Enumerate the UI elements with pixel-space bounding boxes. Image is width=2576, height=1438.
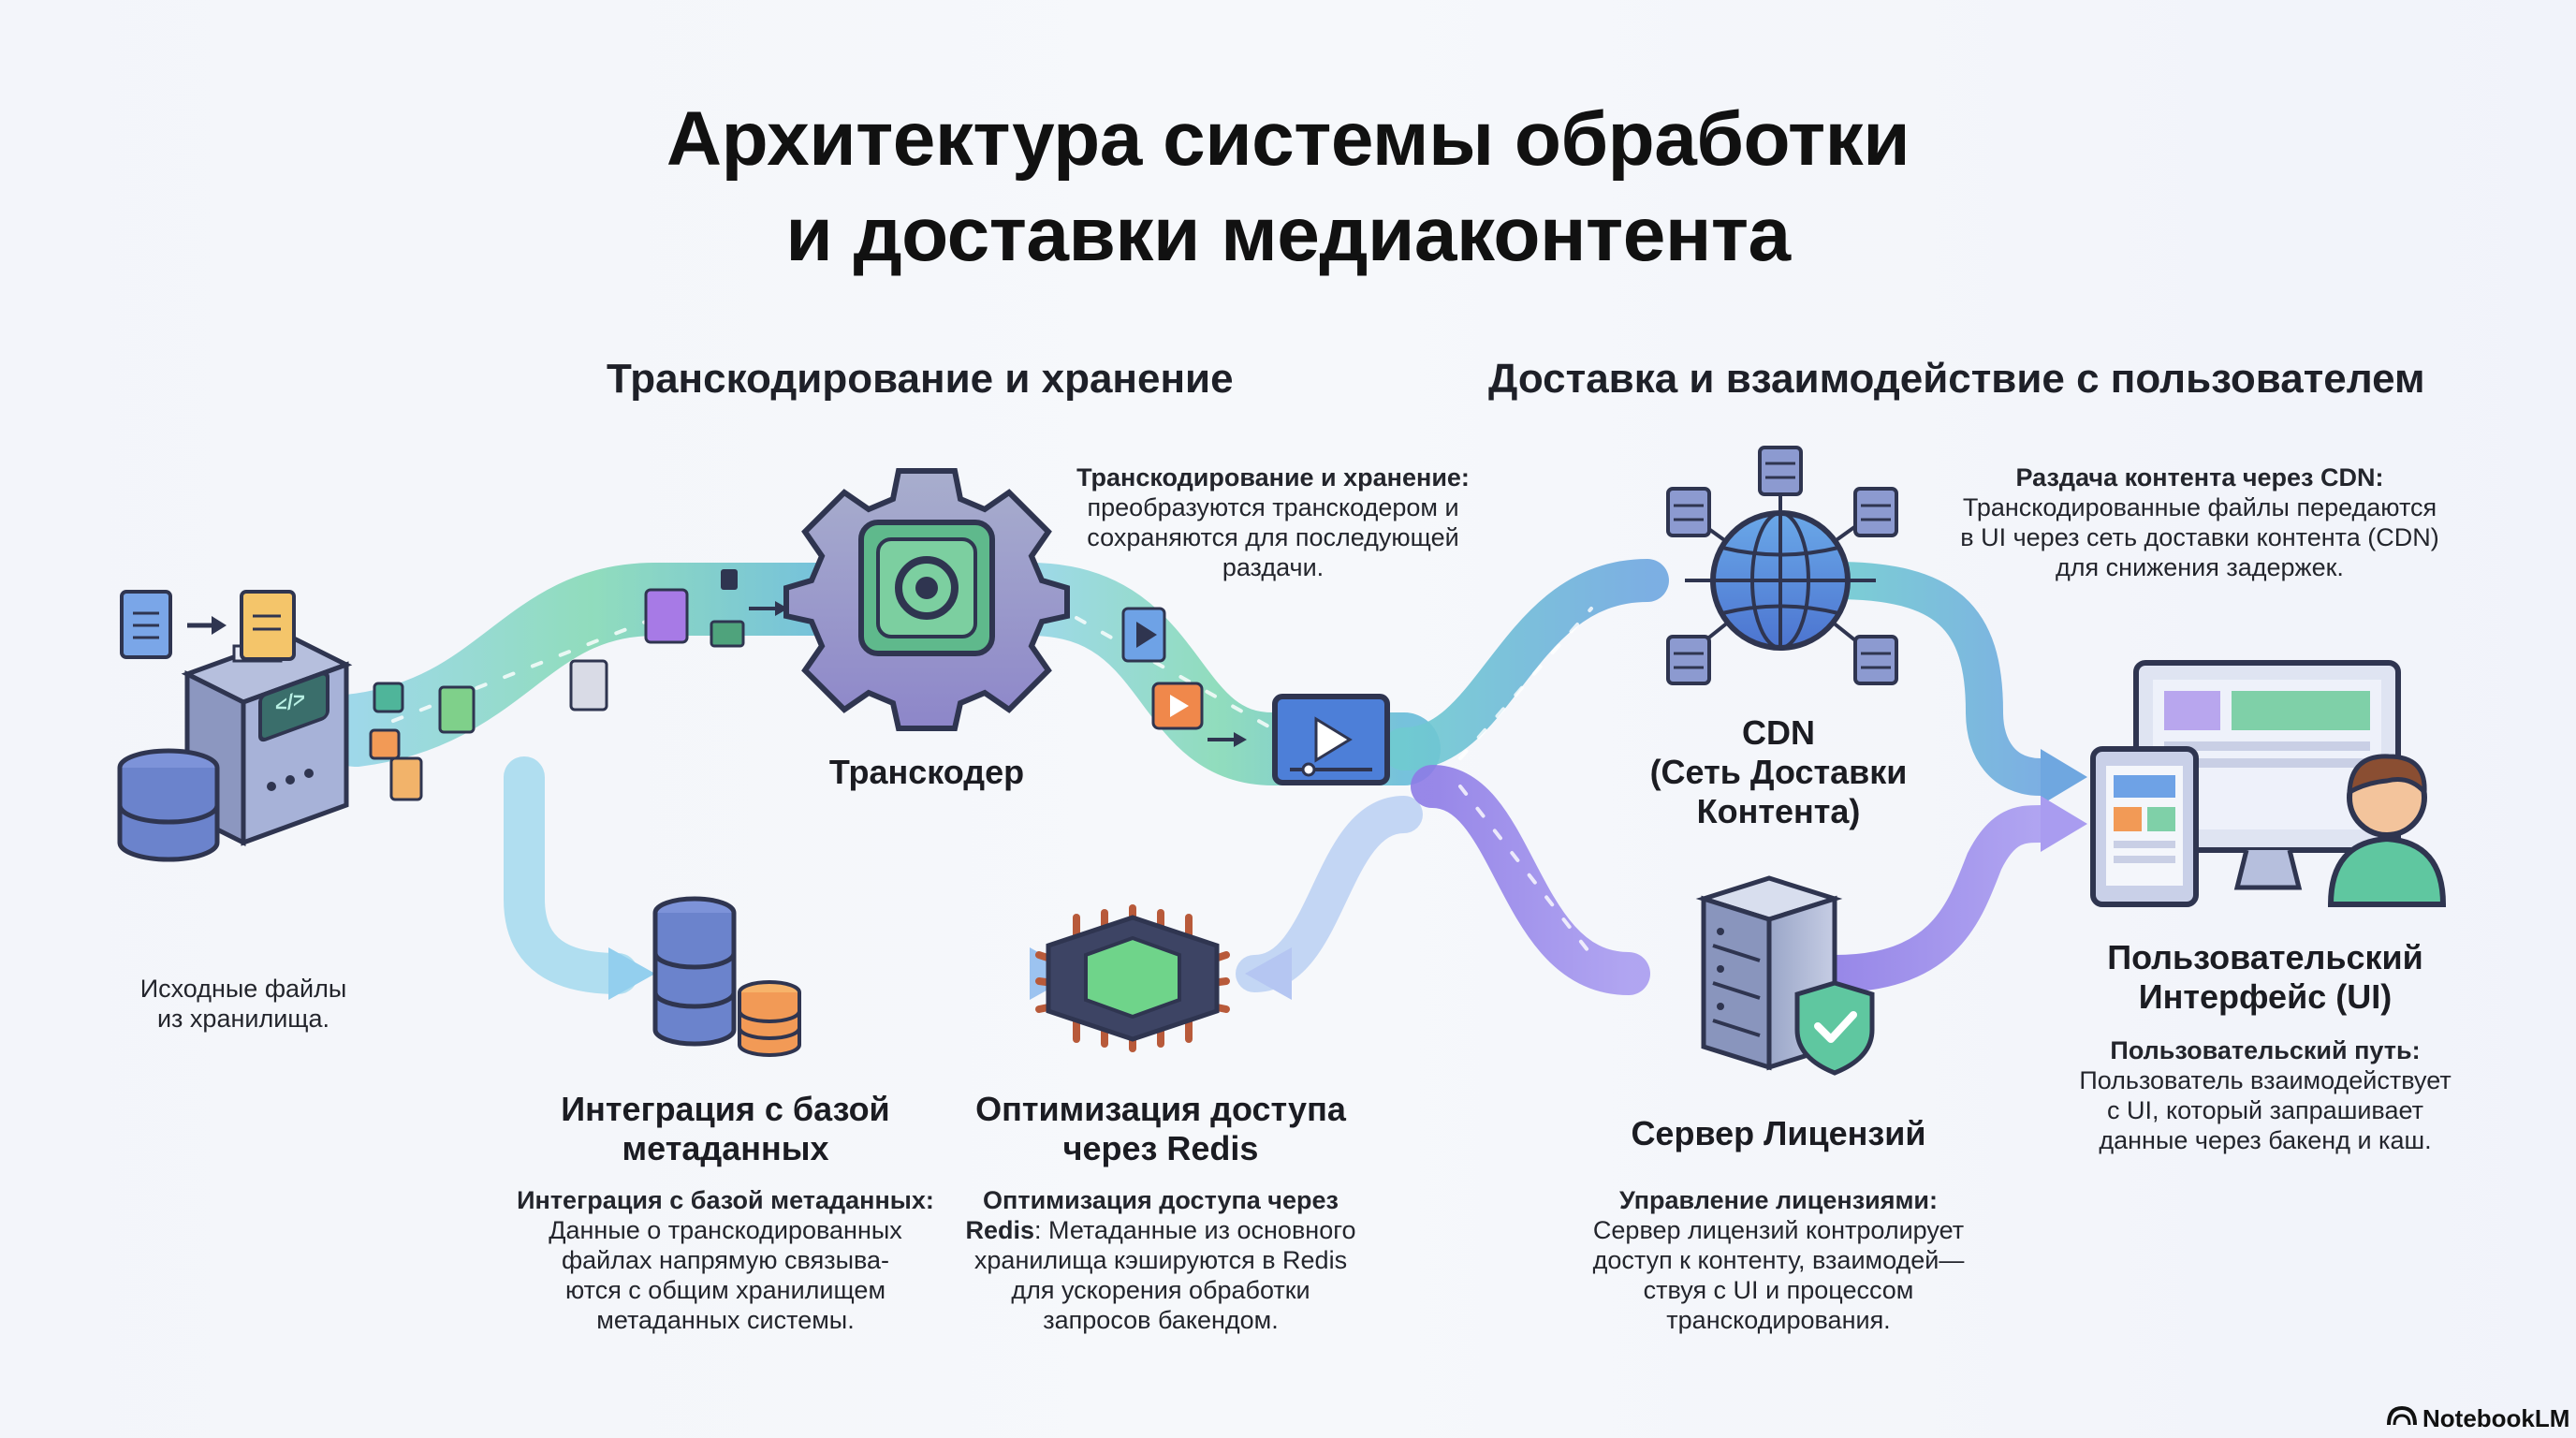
cdn-desc-line: для снижения задержек. [2056, 553, 2344, 581]
redis-chip-icon [1035, 904, 1230, 1052]
redis-label: Оптимизация доступа через Redis [945, 1090, 1376, 1168]
arrowheads [608, 749, 2087, 1000]
ui-desc-line: с UI, который запрашивает [2107, 1096, 2423, 1124]
ui-desc-line: Пользователь взаимодействует [2079, 1066, 2452, 1094]
cdn-label: CDN (Сеть Доставки Контента) [1610, 713, 1947, 831]
metadata-database-icon [652, 896, 801, 1057]
ui-desc-line: данные через бакенд и каш. [2099, 1126, 2432, 1154]
source-desc-line-1: Исходные файлы [139, 975, 347, 1003]
redis-description: Оптимизация доступа через Redis: Метадан… [945, 1185, 1376, 1335]
redis-desc-heading: Оптимизация доступа через [983, 1186, 1339, 1214]
metadata-label-line-1: Интеграция с базой [561, 1090, 890, 1128]
transcoder-label: Транскодер [828, 753, 1025, 791]
redis-label-line-2: через Redis [1062, 1129, 1259, 1167]
metadata-desc-line: метаданных системы. [596, 1306, 855, 1334]
cdn-label-line-1: CDN [1742, 713, 1815, 752]
watermark: NotebookLM [2422, 1404, 2570, 1432]
transcoder-desc-line: преобразуются транскодером и [1087, 493, 1459, 521]
video-player-icon [1272, 694, 1390, 785]
ui-label-line-1: Пользовательский [2107, 938, 2423, 976]
title-line-2: и доставки медиаконтента [785, 192, 1791, 277]
source-desc-line-2: из хранилища. [156, 1005, 330, 1033]
database-icon [117, 748, 220, 862]
redis-desc-line: хранилища кэшируются в Redis [973, 1246, 1348, 1274]
devices-user-icon [2090, 660, 2447, 907]
metadata-desc-line: файлах напрямую связыва- [561, 1246, 890, 1274]
ui-desc-heading: Пользовательский путь: [2110, 1036, 2421, 1064]
license-desc-line: Сервер лицензий контролирует [1592, 1216, 1965, 1244]
redis-desc-heading-2: Redis [965, 1216, 1035, 1244]
metadata-description: Интеграция с базой метаданных: Данные о … [505, 1185, 945, 1335]
ui-label: Пользовательский Интерфейс (UI) [2059, 938, 2471, 1017]
license-desc-line: транскодирования. [1666, 1306, 1891, 1334]
cdn-label-line-2: (Сеть Доставки [1649, 753, 1908, 791]
cdn-desc-heading: Раздача контента через CDN: [2015, 463, 2384, 492]
redis-desc-first: : Метаданные из основного [1034, 1216, 1356, 1244]
redis-label-line-1: Оптимизация доступа [975, 1090, 1346, 1128]
license-desc-line: доступ к контенту, взаимодей— [1592, 1246, 1965, 1274]
metadata-desc-line: ются с общим хранилищем [564, 1276, 886, 1304]
license-label: Сервер Лицензий [1631, 1114, 1926, 1152]
gear-chip-icon [783, 468, 1070, 731]
section-heading-left: Транскодирование и хранение [607, 356, 1234, 402]
section-heading-right: Доставка и взаимодействие с пользователе… [1488, 356, 2425, 402]
cdn-description: Раздача контента через CDN: Транскодиров… [1938, 462, 2462, 582]
shield-check-icon [1794, 980, 1875, 1076]
source-description: Исходные файлы из хранилища. [112, 974, 374, 1034]
document-icon [120, 569, 1247, 801]
redis-desc-line: запросов бакендом. [1043, 1306, 1279, 1334]
cdn-desc-line: в UI через сеть доставки контента (CDN) [1960, 523, 2439, 551]
transcoder-description: Транскодирование и хранение: преобразуют… [1067, 462, 1479, 582]
cdn-desc-line: Транскодированные файлы передаются [1962, 493, 2437, 521]
license-desc-line: ствуя с UI и процессом [1643, 1276, 1914, 1304]
transcoder-desc-line: раздачи. [1222, 553, 1325, 581]
metadata-label: Интеграция с базой метаданных [524, 1090, 927, 1168]
flow-paths [319, 559, 2059, 995]
page-title: Архитектура системы обработки и доставки… [0, 92, 2576, 283]
ui-label-line-2: Интерфейс (UI) [2138, 977, 2393, 1016]
metadata-label-line-2: метаданных [622, 1129, 829, 1167]
cdn-label-line-3: Контента) [1696, 792, 1861, 830]
metadata-desc-line: Данные о транскодированных [549, 1216, 902, 1244]
redis-desc-line: для ускорения обработки [1011, 1276, 1310, 1304]
ui-description: Пользовательский путь: Пользователь взаи… [2041, 1035, 2490, 1155]
globe-network-icon [1666, 446, 1898, 685]
transcoder-desc-line: сохраняются для последующей [1087, 523, 1459, 551]
license-description: Управление лицензиями: Сервер лицензий к… [1554, 1185, 2003, 1335]
notebooklm-logo-icon [2387, 1405, 2417, 1426]
metadata-desc-heading: Интеграция с базой метаданных: [517, 1186, 934, 1214]
license-desc-heading: Управление лицензиями: [1618, 1186, 1939, 1214]
transcoder-desc-heading: Транскодирование и хранение: [1076, 463, 1470, 492]
title-line-1: Архитектура системы обработки [666, 96, 1910, 182]
